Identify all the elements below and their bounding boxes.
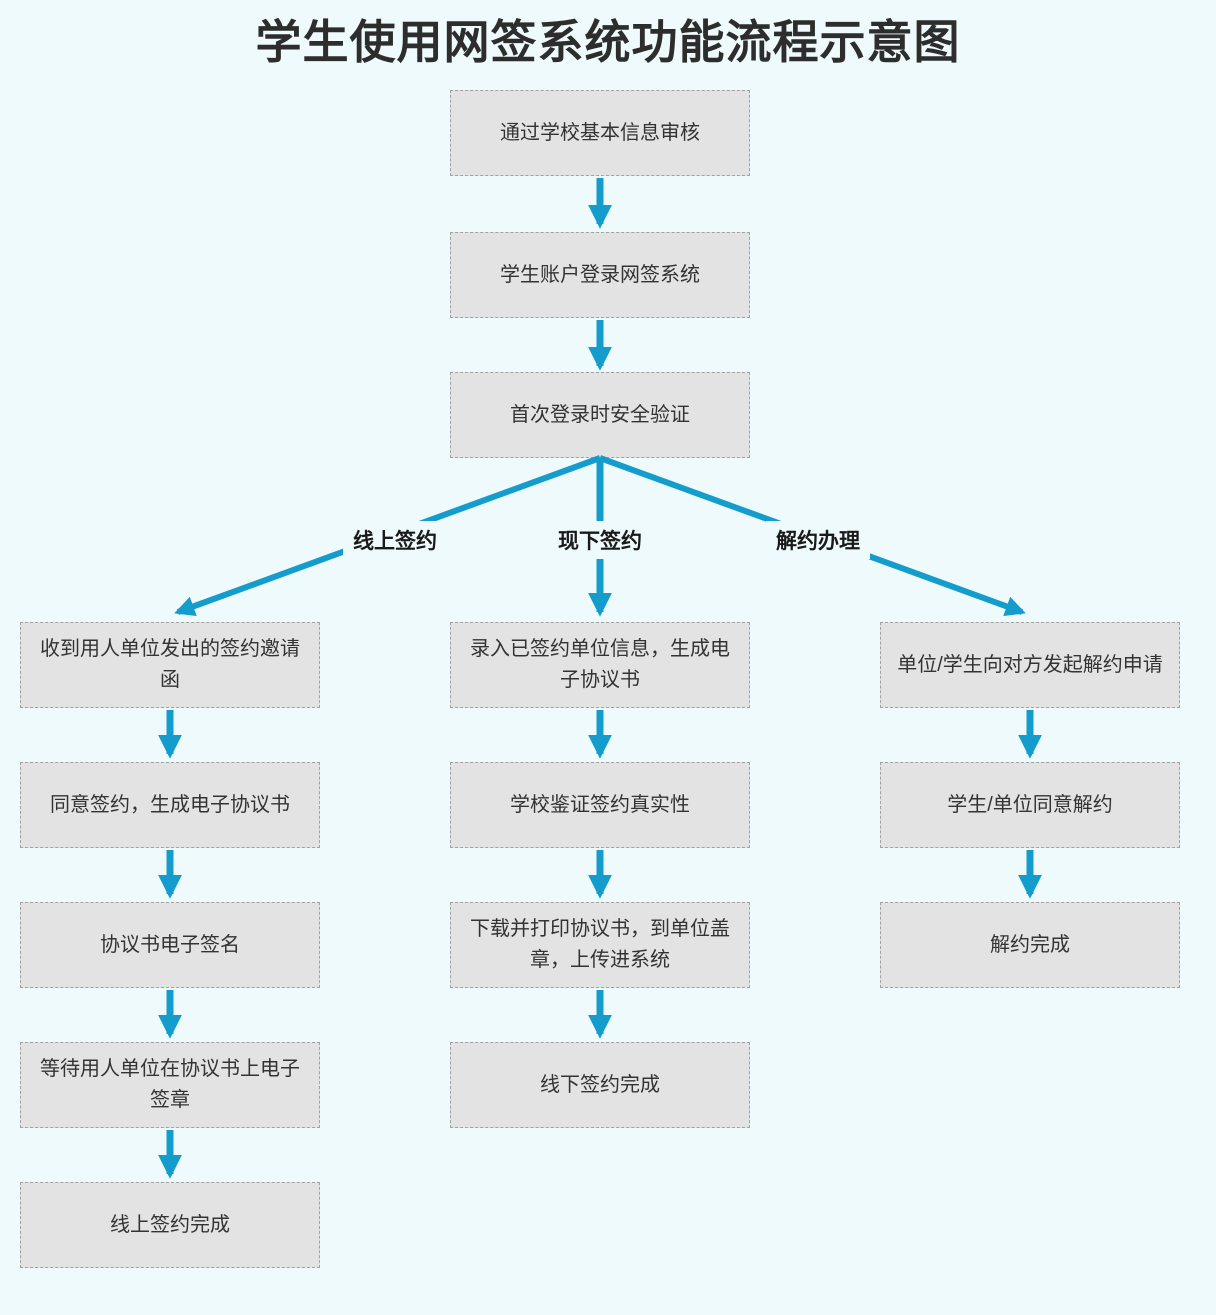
node-student-login: 学生账户登录网签系统 xyxy=(450,232,750,318)
node-termination-done: 解约完成 xyxy=(880,902,1180,988)
page-title: 学生使用网签系统功能流程示意图 xyxy=(255,16,961,68)
node-offline-signing-done: 线下签约完成 xyxy=(450,1042,750,1128)
node-agree-termination: 学生/单位同意解约 xyxy=(880,762,1180,848)
node-receive-invitation: 收到用人单位发出的签约邀请函 xyxy=(20,622,320,708)
branch-label-offline-signing: 现下签约 xyxy=(548,521,652,559)
node-first-login-verification: 首次登录时安全验证 xyxy=(450,372,750,458)
node-initiate-termination: 单位/学生向对方发起解约申请 xyxy=(880,622,1180,708)
node-school-info-review: 通过学校基本信息审核 xyxy=(450,90,750,176)
node-download-print-upload: 下载并打印协议书，到单位盖章，上传进系统 xyxy=(450,902,750,988)
node-school-verify-authenticity: 学校鉴证签约真实性 xyxy=(450,762,750,848)
node-wait-employer-seal: 等待用人单位在协议书上电子签章 xyxy=(20,1042,320,1128)
node-agree-generate-agreement: 同意签约，生成电子协议书 xyxy=(20,762,320,848)
branch-label-online-signing: 线上签约 xyxy=(343,521,447,559)
node-esign-agreement: 协议书电子签名 xyxy=(20,902,320,988)
node-online-signing-done: 线上签约完成 xyxy=(20,1182,320,1268)
branch-label-termination: 解约办理 xyxy=(766,521,870,559)
node-enter-employer-info: 录入已签约单位信息，生成电子协议书 xyxy=(450,622,750,708)
